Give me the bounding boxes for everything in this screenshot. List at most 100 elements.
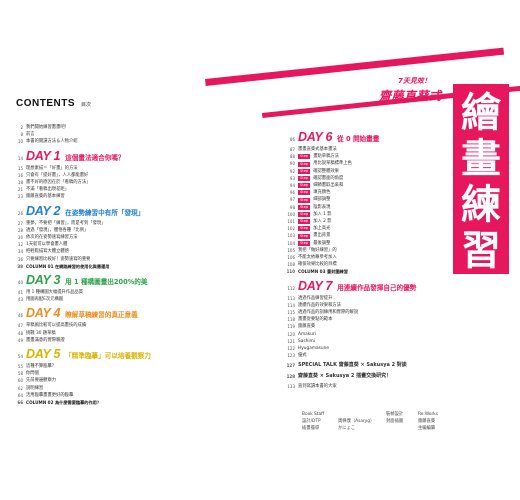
toc-page-number: 8: [20, 132, 23, 138]
toc-page-number: 64: [17, 392, 23, 398]
toc-item-text: 畫點草稿方法: [313, 154, 339, 160]
toc-page-number: 10: [17, 139, 23, 145]
toc-step-tag: Step: [298, 204, 311, 210]
toc-page-number: 28: [17, 227, 23, 233]
toc-step-tag: Step: [298, 168, 311, 174]
toc-page-number: 105: [287, 247, 295, 253]
toc-page-number: 21: [17, 187, 23, 193]
toc-page-number: 112: [287, 285, 295, 291]
toc-day-number: DAY 6: [298, 130, 333, 144]
toc-item-text: 細節畫取出來和: [313, 183, 344, 189]
toc-item-text: 用比說草稿標準上色: [313, 161, 352, 167]
staff-cell: 裝幀設計: [386, 412, 404, 417]
toc-page-number: 133: [287, 383, 295, 389]
toc-item-text: 填充顏色: [313, 190, 331, 196]
toc-item-text: SPECIAL TALK 齋藤直葵 × Sakusya 2 對談: [298, 362, 407, 369]
toc-page-number: 94: [289, 183, 295, 189]
toc-page-number: 123: [287, 353, 295, 359]
toc-item-text: Sashimi: [298, 338, 315, 344]
toc-item-text: Hyugamasune: [298, 346, 330, 352]
staff-cell: Re:Works: [418, 412, 439, 417]
toc-page-number: 110: [286, 269, 295, 275]
toc-item-text: COLUMN 01 在網路練習的使用化與應運用: [26, 263, 110, 269]
toc-day-number: DAY 4: [26, 306, 61, 321]
toc-item-text: 透過作品的訓練用和實際的解說: [298, 310, 359, 316]
toc-page-number: 92: [289, 168, 295, 174]
toc-page-number: 46: [17, 313, 23, 319]
toc-page-number: 15: [17, 165, 23, 171]
toc-day-number: DAY 5: [26, 347, 61, 362]
toc-item-text: 挑戰 30 題草稿: [26, 330, 56, 336]
toc-page-number: 101: [287, 219, 295, 225]
toc-item-text: 齋藤直葵 × Sakusya 2 插畫交換研究！: [298, 372, 392, 379]
toc-item-text: 畫不好的原因在於「看稿的方法」: [26, 180, 91, 186]
toc-page-number: 104: [287, 240, 295, 246]
toc-page-number: 86: [289, 137, 295, 142]
toc-page-number: 32: [17, 242, 23, 248]
toc-day-title: 「精準臨摹」可以培養觀察力: [65, 352, 151, 361]
toc-step-tag: Step: [298, 183, 311, 189]
toc-page-number: 108: [287, 262, 295, 268]
toc-page-number: 23: [17, 194, 23, 200]
book-title-char: 習: [461, 228, 501, 274]
toc-item-text: 畫出背景: [313, 233, 331, 239]
toc-page-number: 43: [17, 297, 23, 303]
toc-step-tag: Step: [298, 154, 311, 160]
toc-item-text: 我把「做好練習」的: [298, 247, 337, 253]
book-title-vertical: 繪畫練習法: [453, 84, 509, 320]
staff-cell: [386, 425, 418, 432]
toc-page-number: 27: [17, 220, 23, 226]
staff-cell: 設計/DTP: [302, 419, 321, 424]
toc-item-text: COLUMN 02 為什麼需要臨摹的作用？: [26, 400, 102, 406]
toc-page-number: 98: [289, 204, 295, 210]
staff-row: 插畫擔導かにょこ主編編纂: [302, 425, 454, 432]
book-title-char: 法: [461, 274, 501, 320]
book-subtitle-small: 7天見效！: [398, 77, 431, 85]
toc-page-number: 106: [287, 255, 295, 261]
toc-day-number: DAY 2: [26, 203, 61, 218]
toc-page-number: 120: [287, 331, 295, 337]
decorative-stripe-1: [205, 47, 505, 86]
toc-header: CONTENTS 目次: [16, 98, 91, 109]
toc-page-number: 119: [287, 324, 295, 330]
book-title-text: 繪畫練習法: [453, 90, 509, 320]
toc-page-number: 100: [287, 211, 295, 217]
toc-item-text: 前言: [26, 132, 35, 138]
toc-item-text: 不滿「看稿出現差距」: [26, 187, 69, 193]
toc-page-number: 18: [17, 180, 23, 186]
toc-step-tag: Step: [298, 219, 311, 225]
toc-step-tag: Step: [298, 233, 311, 239]
